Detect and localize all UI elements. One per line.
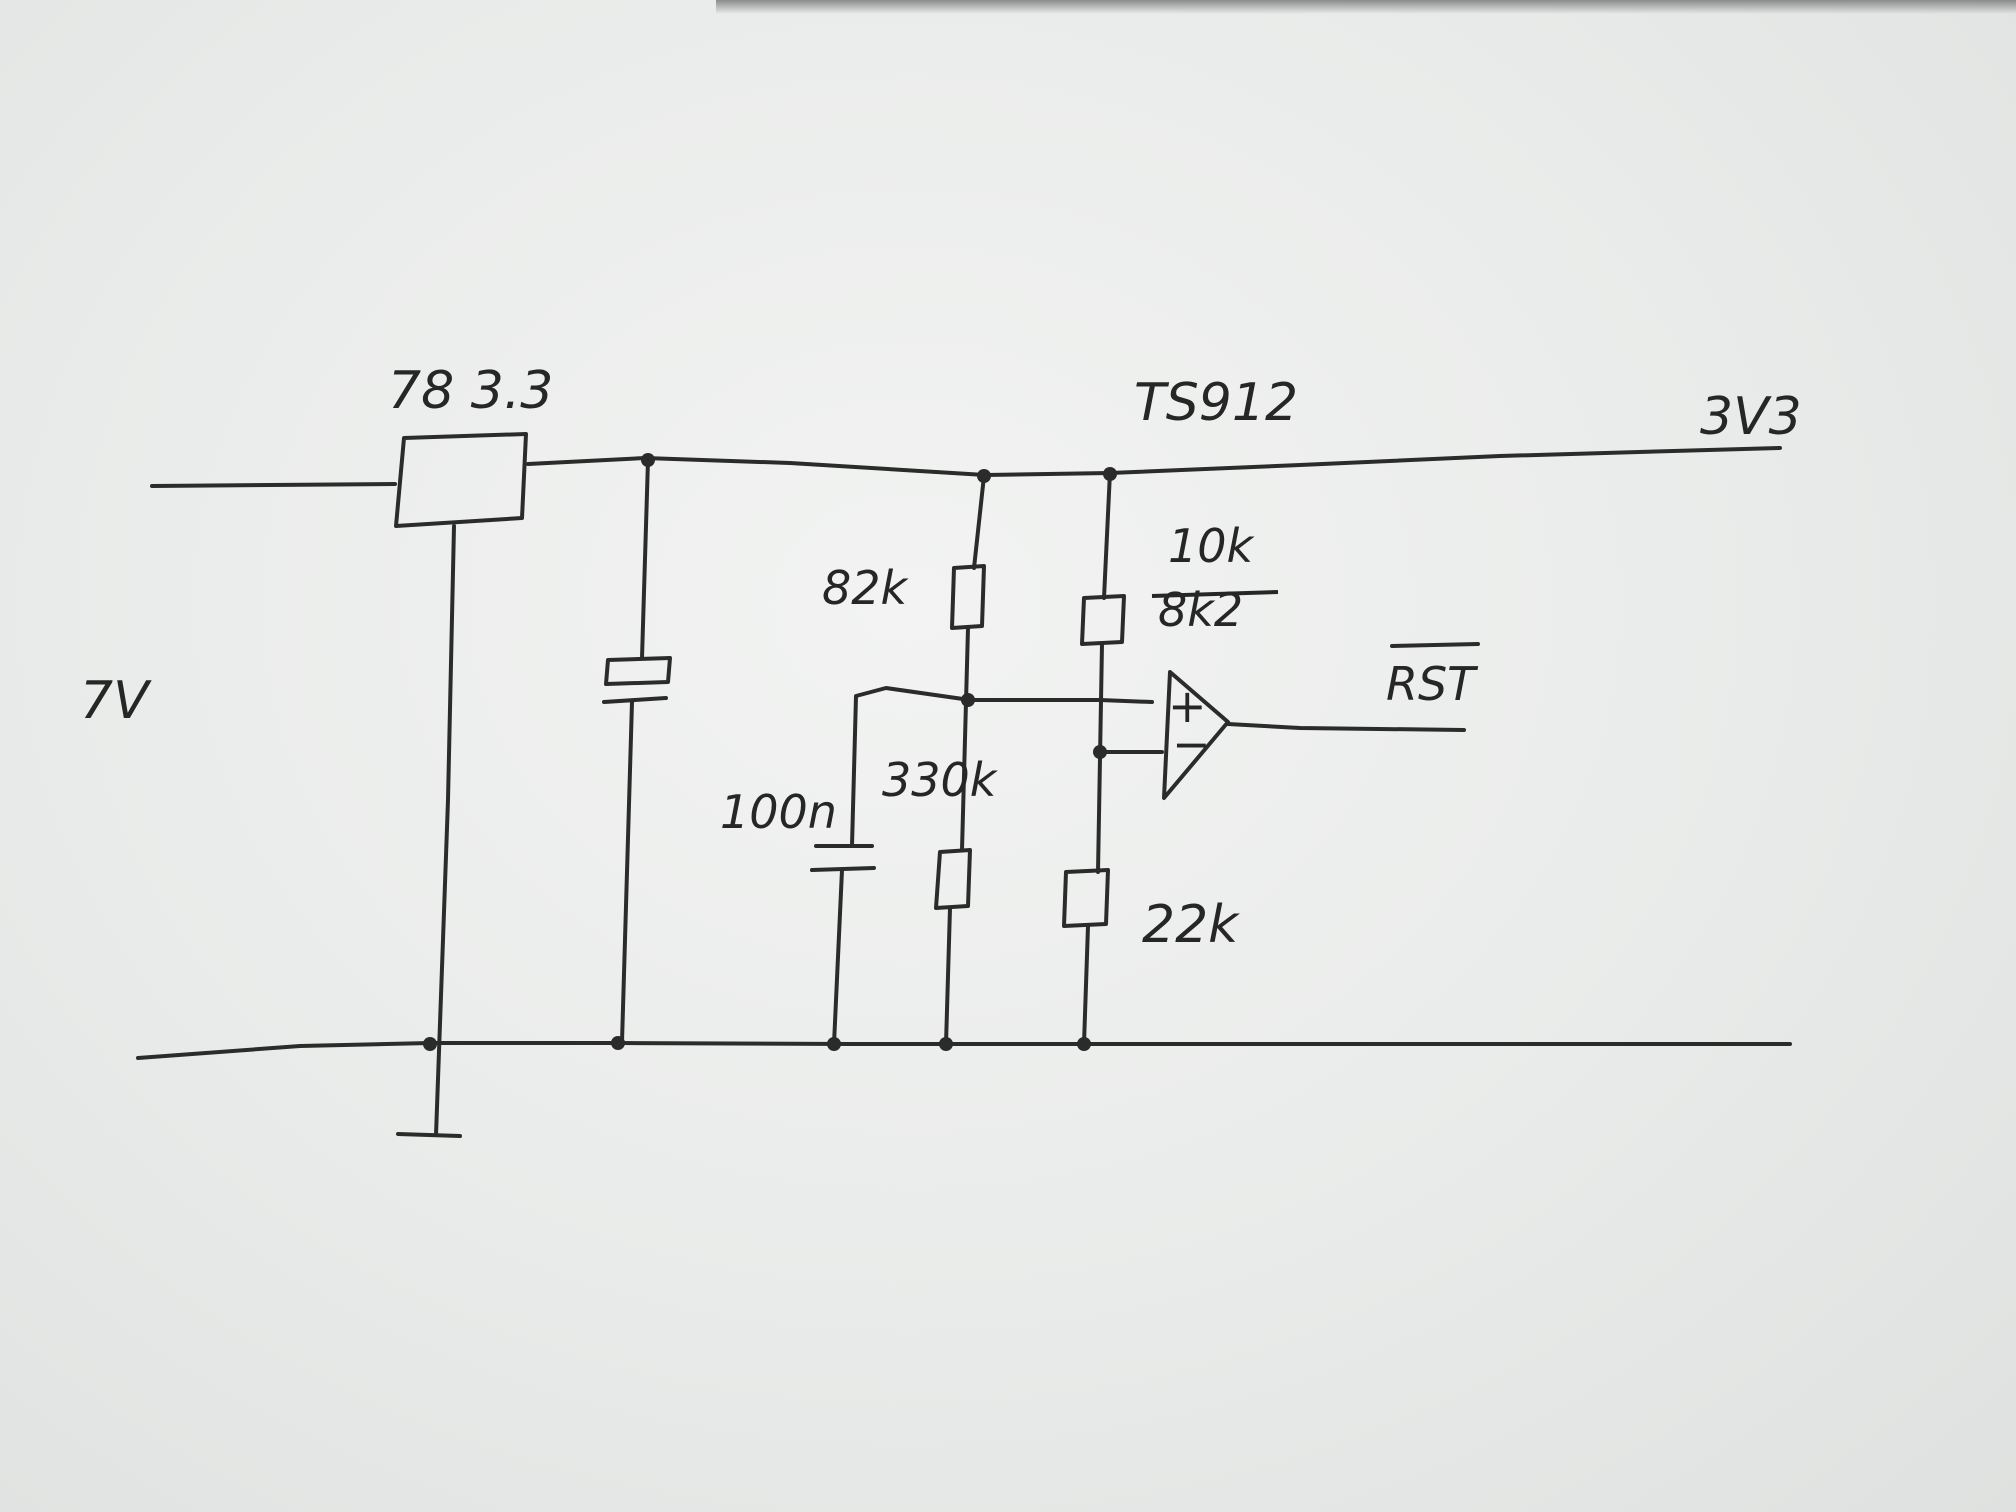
junction-gnd-electrolytic	[611, 1036, 625, 1050]
junction-gnd-100n	[827, 1037, 841, 1051]
divider-left-wire-mid	[960, 626, 970, 852]
paper-edge-shadow	[716, 0, 2016, 14]
ic-label: TS912	[1134, 373, 1298, 433]
resistor-82k-label: 82k	[822, 561, 910, 615]
divider-left-wire-top	[972, 474, 986, 570]
ground-rail	[136, 1041, 1792, 1060]
input-voltage-label: 7V	[80, 671, 152, 731]
junction-plus	[961, 693, 975, 707]
cap-100n-label: 100n	[720, 785, 837, 839]
resistor-330k	[934, 848, 972, 910]
junction-divider-left-top	[977, 469, 991, 483]
electrolytic-cap-wire-bottom	[620, 700, 634, 1044]
ground-symbol	[396, 1132, 462, 1138]
cap-100n-wire-bottom	[832, 868, 844, 1046]
opamp-triangle	[1162, 670, 1230, 800]
junction-dots	[423, 453, 1117, 1051]
regulator-ground-leg	[434, 524, 456, 1137]
plus-input-wire	[850, 686, 1154, 848]
resistor-330k-label: 330k	[882, 753, 999, 807]
electrolytic-cap-plate-bottom	[602, 696, 668, 704]
output-rail-label: 3V3	[1700, 387, 1802, 447]
junction-cap-top	[641, 453, 655, 467]
rst-overbar	[1390, 642, 1480, 648]
strike-mark	[1151, 590, 1279, 598]
divider-right-wire-top	[1102, 470, 1112, 600]
opamp-plus-label: +	[1168, 679, 1207, 733]
junction-gnd-regulator	[423, 1037, 437, 1051]
resistor-old-value-label: 8k2	[1158, 583, 1243, 637]
junction-minus	[1093, 745, 1107, 759]
resistor-82k	[950, 564, 986, 630]
resistor-22k-label: 22k	[1142, 895, 1240, 955]
junction-gnd-right	[1077, 1037, 1091, 1051]
junction-gnd-left	[939, 1037, 953, 1051]
opamp-minus-label: −	[1172, 717, 1211, 771]
divider-left-wire-bottom	[944, 906, 952, 1046]
resistor-10k	[1080, 594, 1126, 646]
opamp-output-wire	[1226, 722, 1466, 732]
regulator-label: 78 3.3	[388, 361, 553, 421]
input-wire	[150, 482, 397, 488]
junction-divider-right-top	[1103, 467, 1117, 481]
electrolytic-cap-wire-top	[640, 458, 650, 660]
top-rail	[526, 446, 1782, 477]
resistor-10k-label: 10k	[1168, 519, 1256, 573]
output-signal-label: RST	[1386, 657, 1479, 711]
electrolytic-cap-plate	[604, 656, 672, 686]
resistor-22k	[1062, 868, 1110, 928]
regulator-box	[394, 432, 528, 528]
divider-right-wire-bottom	[1082, 924, 1090, 1046]
